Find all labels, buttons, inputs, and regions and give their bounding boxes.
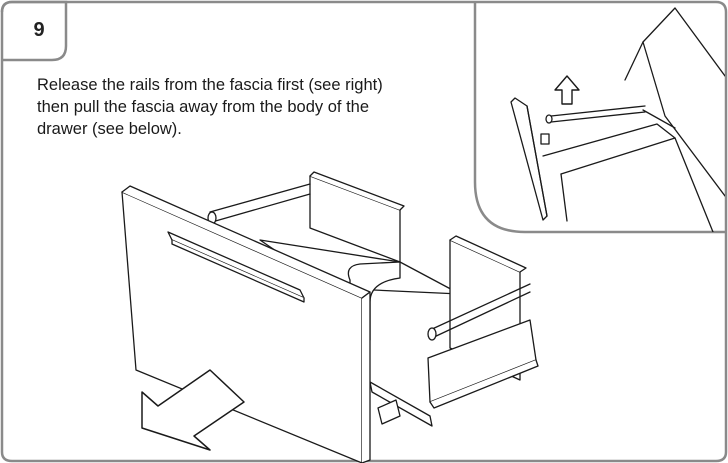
instruction-line-1: Release the rails from the fascia first … [37, 76, 383, 94]
inset-latch [540, 133, 550, 145]
front-rail [429, 283, 531, 339]
inset-rail [550, 105, 646, 123]
rail-release-detail [510, 7, 725, 232]
pull-out-arrow-icon [141, 369, 245, 451]
rear-rail [209, 183, 311, 223]
runner-clip [377, 399, 401, 425]
instruction-line-3: drawer (see below). [37, 120, 182, 138]
inset-drawer-side [542, 123, 676, 175]
drawer-illustration [121, 171, 539, 463]
instruction-line-2: then pull the fascia away from the body … [37, 98, 370, 116]
up-arrow-icon [554, 75, 580, 105]
step-tab-outline [0, 0, 68, 62]
inset-border [473, 2, 726, 234]
inset-cabinet-side [642, 7, 725, 197]
instruction-text: Release the rails from the fascia first … [37, 74, 457, 140]
lower-runner [369, 381, 433, 427]
step-number: 9 [33, 18, 45, 41]
